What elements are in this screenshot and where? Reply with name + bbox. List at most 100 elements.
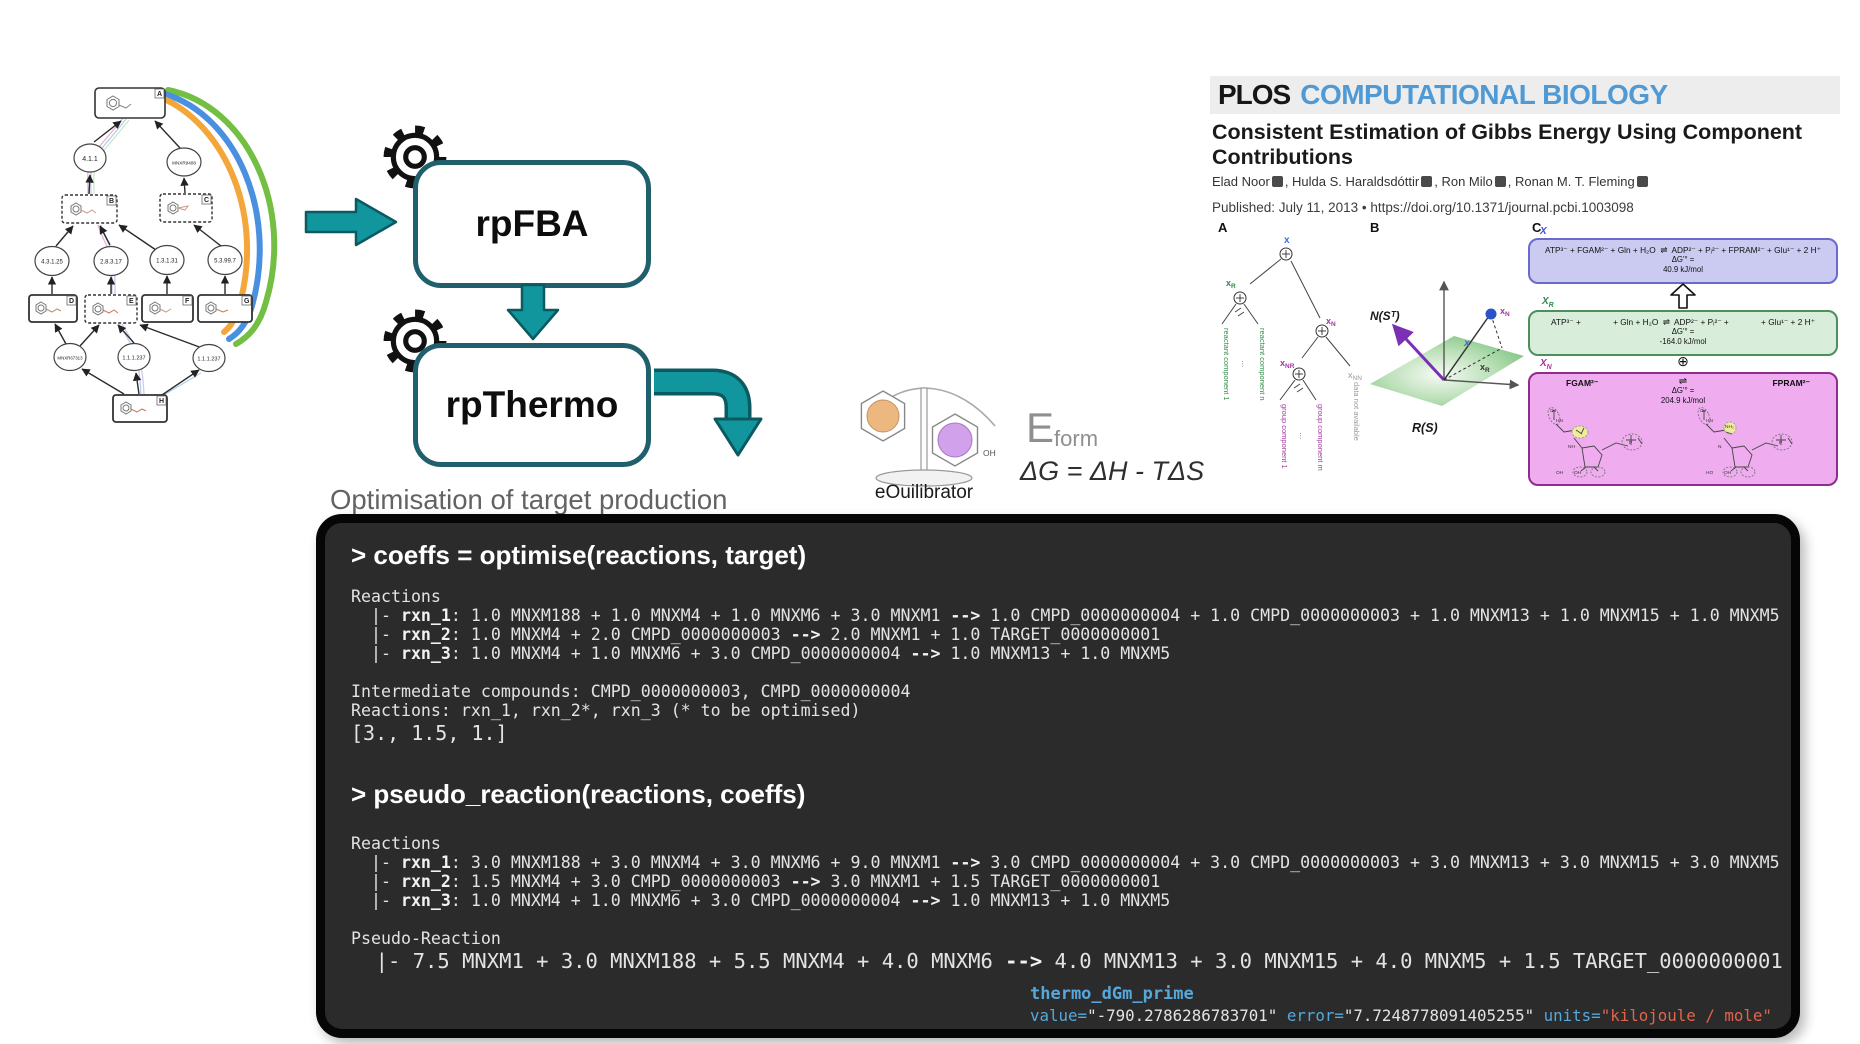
- terminal-line: |- rxn_2: 1.0 MNXM4 + 2.0 CMPD_000000000…: [351, 625, 1161, 644]
- svg-text:NH: NH: [1568, 444, 1575, 450]
- compound-letters: A B C D E F G H: [66, 88, 252, 406]
- svg-text:MNXR67313: MNXR67313: [57, 356, 83, 361]
- xn-label: XN: [1540, 358, 1552, 371]
- equilibrator-logo: OH eOuilibrator: [860, 387, 996, 502]
- svg-text:…: …: [1298, 432, 1307, 440]
- xr-label: XR: [1542, 296, 1554, 309]
- published-line: Published: July 11, 2013 • https://doi.o…: [1212, 200, 1634, 215]
- rpfba-box: rpFBA: [413, 160, 651, 288]
- workflow-caption: Optimisation of target production: [330, 484, 728, 515]
- arrow-down-icon: [506, 283, 560, 341]
- equilibrator-name: eOuilibrator: [875, 482, 974, 502]
- svg-text:x: x: [1284, 235, 1290, 246]
- svg-text:N(Sᵀ): N(Sᵀ): [1370, 309, 1400, 323]
- svg-text:reactant component 1: reactant component 1: [1222, 328, 1231, 401]
- svg-text:5.3.99.7: 5.3.99.7: [214, 259, 236, 265]
- svg-text:C: C: [204, 197, 209, 204]
- range-plane: [1370, 336, 1524, 406]
- svg-text:N: N: [1718, 444, 1722, 450]
- svg-text:4.1.1: 4.1.1: [82, 156, 98, 163]
- svg-text:H: H: [159, 398, 164, 405]
- arrow-bend-icon: [654, 368, 763, 457]
- svg-text:NH₂: NH₂: [1725, 424, 1734, 430]
- reactions-header: Reactions: [351, 587, 441, 606]
- journal-name: COMPUTATIONAL BIOLOGY: [1300, 79, 1668, 110]
- panel-b-geometry: N(Sᵀ) R(S) x xR xN: [1370, 280, 1524, 435]
- reaction-box-partial: ATP³⁻ + + Gln + H₂O ⇌ ADP²⁻ + Pᵢ²⁻ + + G…: [1528, 310, 1838, 356]
- group-reaction-box: FGAM²⁻ ⇌ FPRAM²⁻ ΔG'° =204.9 kJ/mol: [1528, 372, 1838, 486]
- eform-label: Eform: [1026, 404, 1099, 452]
- svg-text:O: O: [1550, 408, 1554, 414]
- svg-text:OH: OH: [1556, 470, 1564, 476]
- terminal-prompt-1: > coeffs = optimise(reactions, target): [351, 540, 807, 570]
- svg-text:1.1.1.237: 1.1.1.237: [197, 357, 220, 363]
- svg-text:F: F: [185, 298, 190, 305]
- terminal-line: |- rxn_2: 1.5 MNXM4 + 3.0 CMPD_000000000…: [351, 872, 1161, 891]
- svg-text:HO: HO: [1706, 470, 1713, 476]
- svg-text:x: x: [1463, 337, 1471, 349]
- terminal-line: |- rxn_1: 1.0 MNXM188 + 1.0 MNXM4 + 1.0 …: [351, 606, 1780, 625]
- gibbs-equation: ΔG = ΔH - TΔS: [1020, 456, 1205, 486]
- rpthermo-label: rpThermo: [445, 384, 619, 425]
- svg-text:data not available: data not available: [1352, 382, 1361, 441]
- svg-text:1.3.1.31: 1.3.1.31: [156, 259, 178, 265]
- svg-text:P: P: [1779, 440, 1782, 446]
- svg-text:A: A: [157, 91, 162, 98]
- benzene-ring-left: [860, 390, 906, 442]
- thermo-dgm-prime-label: thermo_dGm_prime: [1030, 984, 1194, 1004]
- reaction-box-full: ATP³⁻ + FGAM²⁻ + Gln + H₂O ⇌ ADP²⁻ + Pᵢ²…: [1528, 238, 1838, 284]
- svg-text:…: …: [1240, 360, 1249, 368]
- svg-text:OH: OH: [1724, 470, 1732, 476]
- rpthermo-box: rpThermo: [413, 343, 651, 467]
- svg-text:G: G: [244, 298, 250, 305]
- rpfba-label: rpFBA: [475, 203, 589, 244]
- svg-text:R(S): R(S): [1412, 421, 1438, 435]
- benzene-ring-right: [931, 413, 979, 467]
- svg-text:P: P: [1629, 440, 1632, 446]
- svg-text:reactant component n: reactant component n: [1258, 328, 1267, 401]
- pseudo-reaction-line: |- 7.5 MNXM1 + 3.0 MNXM188 + 5.5 MNXM4 +…: [351, 949, 1783, 973]
- author-badge-icon: [1636, 176, 1648, 187]
- pathway-tree-figure: A B C D E F G H 4.1.1 MNXR9408 4.3.1.25 …: [28, 87, 278, 423]
- svg-text:HN: HN: [1706, 418, 1713, 424]
- terminal-prompt-2: > pseudo_reaction(reactions, coeffs): [351, 779, 806, 809]
- plos-logo: PLOS: [1218, 79, 1291, 110]
- svg-text:E: E: [129, 298, 134, 305]
- paper-title: Consistent Estimation of Gibbs Energy Us…: [1212, 120, 1803, 169]
- molecule-icons: [35, 95, 229, 415]
- svg-text:4.3.1.25: 4.3.1.25: [41, 260, 63, 266]
- terminal-line: |- rxn_3: 1.0 MNXM4 + 1.0 MNXM6 + 3.0 CM…: [351, 644, 1171, 663]
- panel-label-a: A: [1218, 220, 1228, 235]
- intermediate-line: Intermediate compounds: CMPD_0000000003,…: [351, 682, 911, 701]
- panel-label-c: C: [1532, 220, 1542, 235]
- terminal-line: |- rxn_1: 3.0 MNXM188 + 3.0 MNXM4 + 3.0 …: [351, 853, 1780, 872]
- svg-text:HN: HN: [1556, 418, 1563, 424]
- svg-text:1.1.1.237: 1.1.1.237: [122, 356, 145, 362]
- svg-text:group component m: group component m: [1316, 404, 1325, 471]
- svg-text:group component 1: group component 1: [1280, 404, 1289, 469]
- oh-label: OH: [983, 448, 996, 458]
- svg-text:xNN: xNN: [1348, 370, 1362, 382]
- svg-text:B: B: [109, 198, 114, 205]
- svg-text:xR: xR: [1480, 362, 1490, 374]
- thermo-values-line: value="-790.2786286783701" error="7.7248…: [1030, 1006, 1772, 1025]
- x-label: X: [1540, 226, 1547, 237]
- author-badge-icon: [1271, 176, 1283, 187]
- balance-base: [875, 469, 973, 487]
- plos-paper-screenshot: PLOS COMPUTATIONAL BIOLOGY Consistent Es…: [1210, 76, 1840, 490]
- thermo-result: thermo_dGm_prime value="-790.27862867837…: [1030, 984, 1791, 1026]
- paper-authors: Elad Noor, Hulda S. Haraldsdóttir, Ron M…: [1212, 174, 1650, 189]
- pseudo-reaction-header: Pseudo-Reaction: [351, 929, 501, 948]
- svg-text:2.8.3.17: 2.8.3.17: [100, 260, 122, 266]
- pathway-edges: [47, 120, 230, 398]
- null-space-vector: [1391, 323, 1446, 382]
- molecule-structures: O HN NH OH OH P O HN NH₂ N OH HO P: [1547, 407, 1793, 478]
- panel-c-reactions: X ATP³⁻ + FGAM²⁻ + Gln + H₂O ⇌ ADP²⁻ + P…: [1528, 226, 1840, 490]
- svg-text:xN: xN: [1326, 316, 1336, 328]
- reactions-summary-line: Reactions: rxn_1, rxn_2*, rxn_3 (* to be…: [351, 701, 861, 720]
- plus-circle-icon: ⊕: [1677, 353, 1689, 369]
- pathway-ribbons: [159, 87, 278, 347]
- journal-header: PLOS COMPUTATIONAL BIOLOGY: [1210, 76, 1840, 114]
- svg-text:xR: xR: [1226, 278, 1236, 290]
- terminal-line: |- rxn_3: 1.0 MNXM4 + 1.0 MNXM6 + 3.0 CM…: [351, 891, 1171, 910]
